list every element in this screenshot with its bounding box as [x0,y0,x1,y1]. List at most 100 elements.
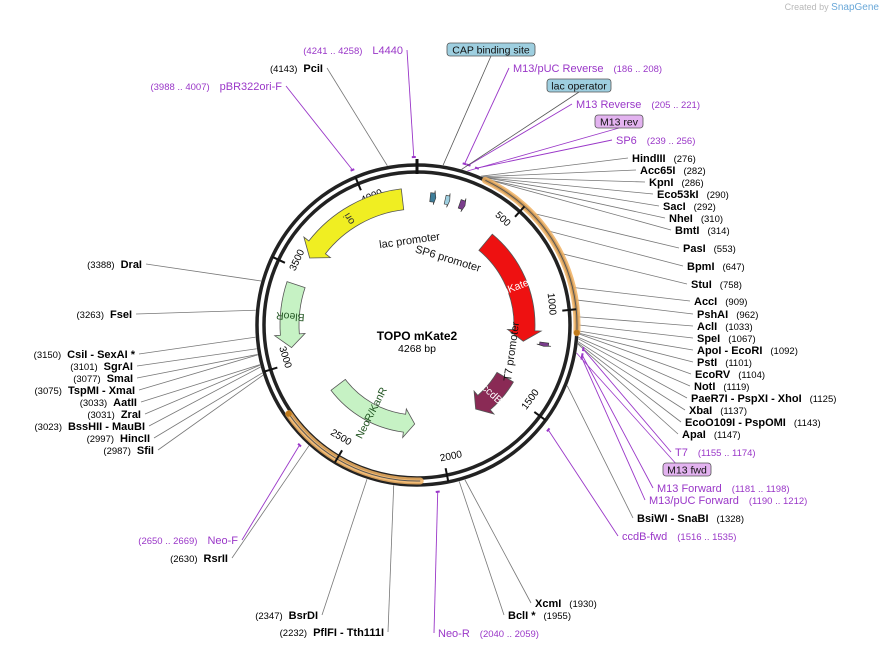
primer-ccdb-fwd[interactable]: ccdB-fwd(1516 .. 1535) [622,531,736,543]
enzyme-position: (1104) [738,370,765,381]
box-leader-lac-operator [461,91,580,170]
primer-range: (205 .. 221) [651,100,700,111]
enzyme-apai[interactable]: ApaI(1147) [682,429,741,441]
promoter-t7: T7 promoter [502,321,522,382]
enzyme-drai[interactable]: (3388)DraI [87,259,142,271]
primer-neo-r[interactable]: Neo-R(2040 .. 2059) [438,628,539,640]
credit-text: Created by [784,2,829,12]
enzyme-bcli-[interactable]: BclI *(1955) [508,610,571,622]
enzyme-acci[interactable]: AccI(909) [694,296,747,308]
enzyme-acc65i[interactable]: Acc65I(282) [640,165,706,177]
primer-m13-puc-reverse[interactable]: M13/pUC Reverse(186 .. 208) [513,63,662,75]
enzyme-rsrii[interactable]: (2630)RsrII [170,553,228,565]
enzyme-name: BsrDI [289,610,318,622]
enzyme-position: (2232) [280,628,307,639]
enzyme-eco53ki[interactable]: Eco53kI(290) [657,189,729,201]
enzyme-pcii[interactable]: (4143)PciI [270,63,323,75]
feature-ori [303,188,405,259]
enzyme-aatii[interactable]: (3033)AatII [80,397,137,409]
primer-pbr322ori-f[interactable]: (3988 .. 4007)pBR322ori-F [150,81,282,93]
enzyme-xcmi[interactable]: XcmI(1930) [535,598,597,610]
leader-stui [562,253,688,285]
enzyme-hincii[interactable]: (2997)HincII [87,433,150,445]
enzyme-apoi-ecori[interactable]: ApoI - EcoRI(1092) [697,345,798,357]
enzyme-stui[interactable]: StuI(758) [691,279,742,291]
leader-paer7i-pspxi-xhoi [578,338,688,399]
primer-neo-f[interactable]: (2650 .. 2669)Neo-F [138,535,238,547]
enzyme-saci[interactable]: SacI(292) [663,201,716,213]
tick-mark-2000 [444,467,450,483]
enzyme-pasi[interactable]: PasI (553) [683,243,736,255]
tick-mark-500 [514,205,526,218]
primer-m13-puc-forward[interactable]: M13/pUC Forward(1190 .. 1212) [649,495,807,507]
enzyme-name: PshAI [697,309,728,321]
small-feature-4 [536,341,552,347]
enzyme-ecorv[interactable]: EcoRV(1104) [695,369,765,381]
enzyme-psti[interactable]: PstI(1101) [697,357,752,369]
enzyme-pshai[interactable]: PshAI(962) [697,309,758,321]
enzyme-nhei[interactable]: NheI(310) [669,213,723,225]
primer-name: T7 [675,447,688,459]
enzyme-bsshii-maubi[interactable]: (3023)BssHII - MauBI [35,421,145,433]
enzyme-fsei[interactable]: (3263)FseI [77,309,132,321]
enzyme-position: (1143) [794,418,821,429]
primer-t7[interactable]: T7 (1155 .. 1174) [675,447,756,459]
primer-sp6[interactable]: SP6(239 .. 256) [616,135,695,147]
feature-neor-kanr [330,378,416,439]
leader-spei [578,324,694,339]
feature-bleor [273,281,307,349]
enzyme-name: AclI [697,321,717,333]
enzyme-name: BpmI [687,261,715,273]
box-label-lac-operator: lac operator [551,81,607,93]
enzyme-tspmi-xmai[interactable]: (3075)TspMI - XmaI [35,385,136,397]
enzyme-position: (2997) [87,434,114,445]
enzyme-name: BclI * [508,610,536,622]
leader-acli [578,316,694,327]
enzyme-bsiwi-snabi[interactable]: BsiWI - SnaBI(1328) [637,513,744,525]
primer-range: (239 .. 256) [647,136,696,147]
plasmid-size: 4268 bp [398,343,436,355]
leader-bsrdi [321,478,368,616]
enzyme-bsrdi[interactable]: (2347) BsrDI [255,610,318,622]
enzyme-noti[interactable]: NotI(1119) [694,381,749,393]
enzyme-sgrai[interactable]: (3101)SgrAI [70,361,133,373]
enzyme-csii-sexai-[interactable]: (3150)CsiI - SexAI * [34,349,136,361]
enzyme-name: BssHII - MauBI [68,421,145,433]
primer-name: Neo-F [207,535,238,547]
enzyme-position: (1067) [728,334,755,345]
enzyme-xbai[interactable]: XbaI(1137) [689,405,747,417]
primer-mark-m13-puc-reverse [462,162,467,166]
primer-l4440[interactable]: (4241 .. 4258)L4440 [303,45,403,57]
enzyme-acli[interactable]: AclI(1033) [697,321,753,333]
enzyme-kpni[interactable]: KpnI(286) [649,177,704,189]
leader-aatii [140,364,261,403]
enzyme-position: (3150) [34,350,61,361]
leader-pflfi-tth111i [387,485,395,633]
enzyme-spei[interactable]: SpeI(1067) [697,333,756,345]
leader-csii-sexai- [138,336,256,355]
enzyme-paer7i-pspxi-xhoi[interactable]: PaeR7I - PspXI - XhoI(1125) [691,393,836,405]
enzyme-position: (909) [725,297,747,308]
promoter-sp6: SP6 promoter [414,243,483,274]
enzyme-position: (2347) [255,611,282,622]
enzyme-position: (292) [694,202,716,213]
enzyme-name: ZraI [121,409,141,421]
enzyme-name: PasI [683,243,706,255]
enzyme-position: (1147) [714,430,741,441]
enzyme-sfii[interactable]: (2987)SfiI [103,445,154,457]
enzyme-name: TspMI - XmaI [68,385,135,397]
enzyme-bmti[interactable]: BmtI(314) [675,225,730,237]
primer-m13-forward[interactable]: M13 Forward(1181 .. 1198) [657,483,790,495]
enzyme-position: (758) [720,280,742,291]
primer-range: (1155 .. 1174) [698,448,756,459]
enzyme-bpmi[interactable]: BpmI(647) [687,261,745,273]
enzyme-pflfi-tth111i[interactable]: (2232)PflFI - Tth111I [280,627,384,639]
enzyme-zrai[interactable]: (3031)ZraI [87,409,141,421]
enzyme-position: (553) [714,244,736,255]
primer-m13-reverse[interactable]: M13 Reverse(205 .. 221) [576,99,700,111]
enzyme-ecoo109i-pspomi[interactable]: EcoO109I - PspOMI(1143) [685,417,821,429]
enzyme-name: PaeR7I - PspXI - XhoI [691,393,802,405]
primer-range: (1516 .. 1535) [677,532,736,543]
enzyme-hindiii[interactable]: HindIII(276) [632,153,696,165]
enzyme-smai[interactable]: (3077)SmaI [73,373,133,385]
